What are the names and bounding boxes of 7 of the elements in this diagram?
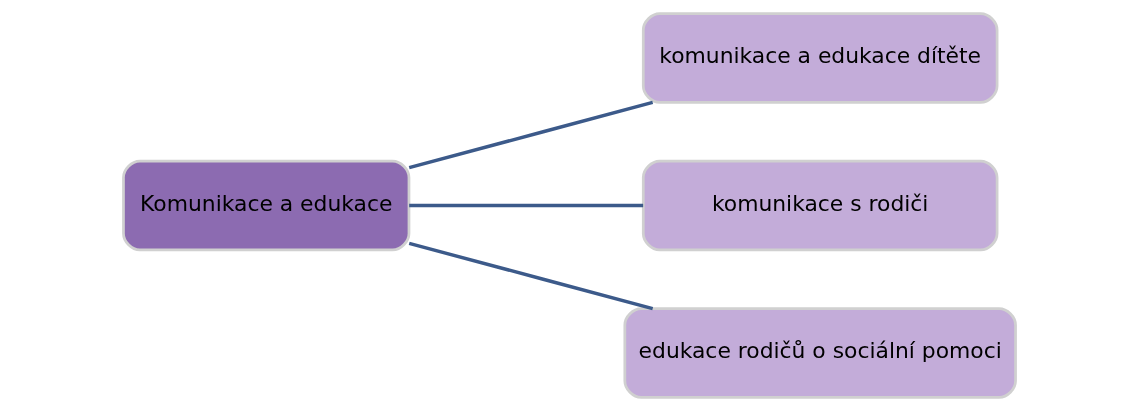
node-box: komunikace s rodiči [641, 159, 999, 252]
node-box: Komunikace a edukace [122, 159, 411, 252]
connector [408, 100, 654, 170]
node-box: komunikace a edukace dítěte [641, 12, 999, 104]
node-box: edukace rodičů o sociální pomoci [623, 307, 1017, 399]
connector [409, 203, 644, 208]
connector [408, 241, 654, 311]
